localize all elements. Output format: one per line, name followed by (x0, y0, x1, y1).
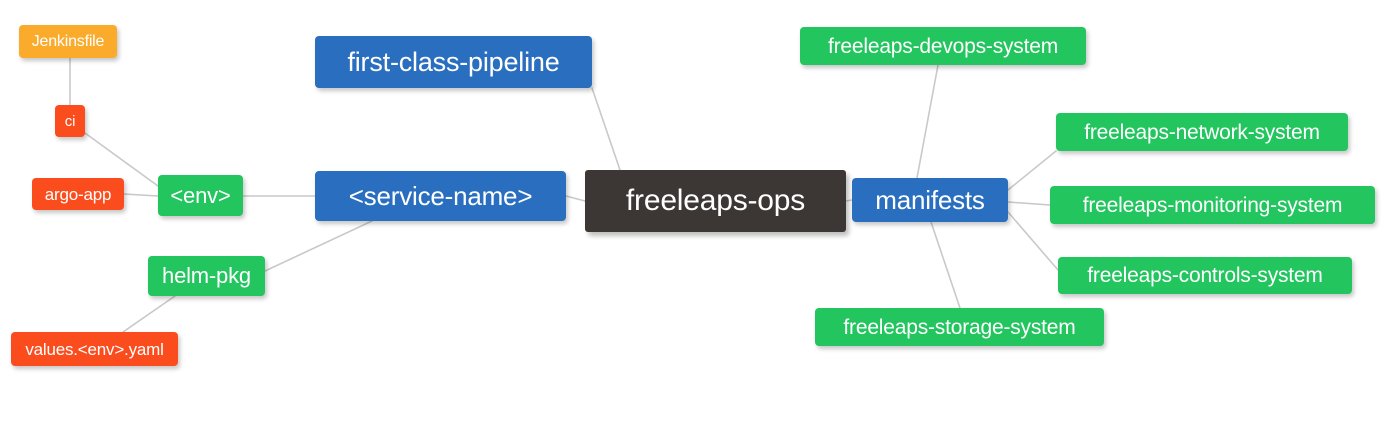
node-label: <service-name> (348, 181, 533, 211)
node-label: helm-pkg (162, 263, 251, 288)
edge-env-argo-app (123, 193, 159, 197)
edge-manifests-devops (916, 64, 939, 179)
node-label: first-class-pipeline (347, 46, 560, 77)
edge-manifests-network (1007, 150, 1057, 191)
node-label: freeleaps-network-system (1084, 120, 1320, 144)
edge-manifests-monitoring (1007, 201, 1051, 206)
node-freeleaps-storage-system[interactable]: freeleaps-storage-system (815, 308, 1104, 346)
node-label: values.<env>.yaml (25, 339, 164, 359)
node-freeleaps-network-system[interactable]: freeleaps-network-system (1056, 113, 1348, 151)
node-manifests[interactable]: manifests (852, 178, 1008, 222)
edge-ops-service-name (565, 195, 586, 202)
node-label: freeleaps-ops (625, 184, 806, 217)
edge-ops-first-class-pipeline (591, 87, 621, 171)
node-label: freeleaps-controls-system (1087, 264, 1323, 287)
node-jenkinsfile[interactable]: Jenkinsfile (19, 25, 117, 58)
node-first-class-pipeline[interactable]: first-class-pipeline (315, 36, 592, 88)
node-argo-app[interactable]: argo-app (32, 178, 124, 210)
node-freeleaps-devops-system[interactable]: freeleaps-devops-system (800, 27, 1086, 65)
node-label: freeleaps-devops-system (828, 34, 1058, 58)
edge-service-name-helm-pkg (264, 220, 373, 272)
node-helm-pkg[interactable]: helm-pkg (148, 256, 265, 296)
node-freeleaps-ops[interactable]: freeleaps-ops (585, 170, 846, 232)
node-label: argo-app (44, 184, 112, 204)
node-label: freeleaps-monitoring-system (1082, 193, 1343, 217)
node-service-name[interactable]: <service-name> (315, 171, 566, 221)
node-label: ci (64, 112, 76, 130)
node-env[interactable]: <env> (158, 175, 243, 216)
node-label: freeleaps-storage-system (843, 315, 1076, 339)
node-values-env-yaml[interactable]: values.<env>.yaml (11, 332, 178, 366)
node-label: manifests (875, 185, 985, 215)
node-freeleaps-monitoring-system[interactable]: freeleaps-monitoring-system (1050, 186, 1375, 224)
node-ci[interactable]: ci (55, 105, 85, 137)
node-label: Jenkinsfile (31, 32, 105, 50)
node-freeleaps-controls-system[interactable]: freeleaps-controls-system (1058, 257, 1352, 294)
edge-helm-pkg-values (122, 295, 176, 333)
node-label: <env> (170, 182, 231, 208)
edge-manifests-storage (930, 221, 961, 309)
